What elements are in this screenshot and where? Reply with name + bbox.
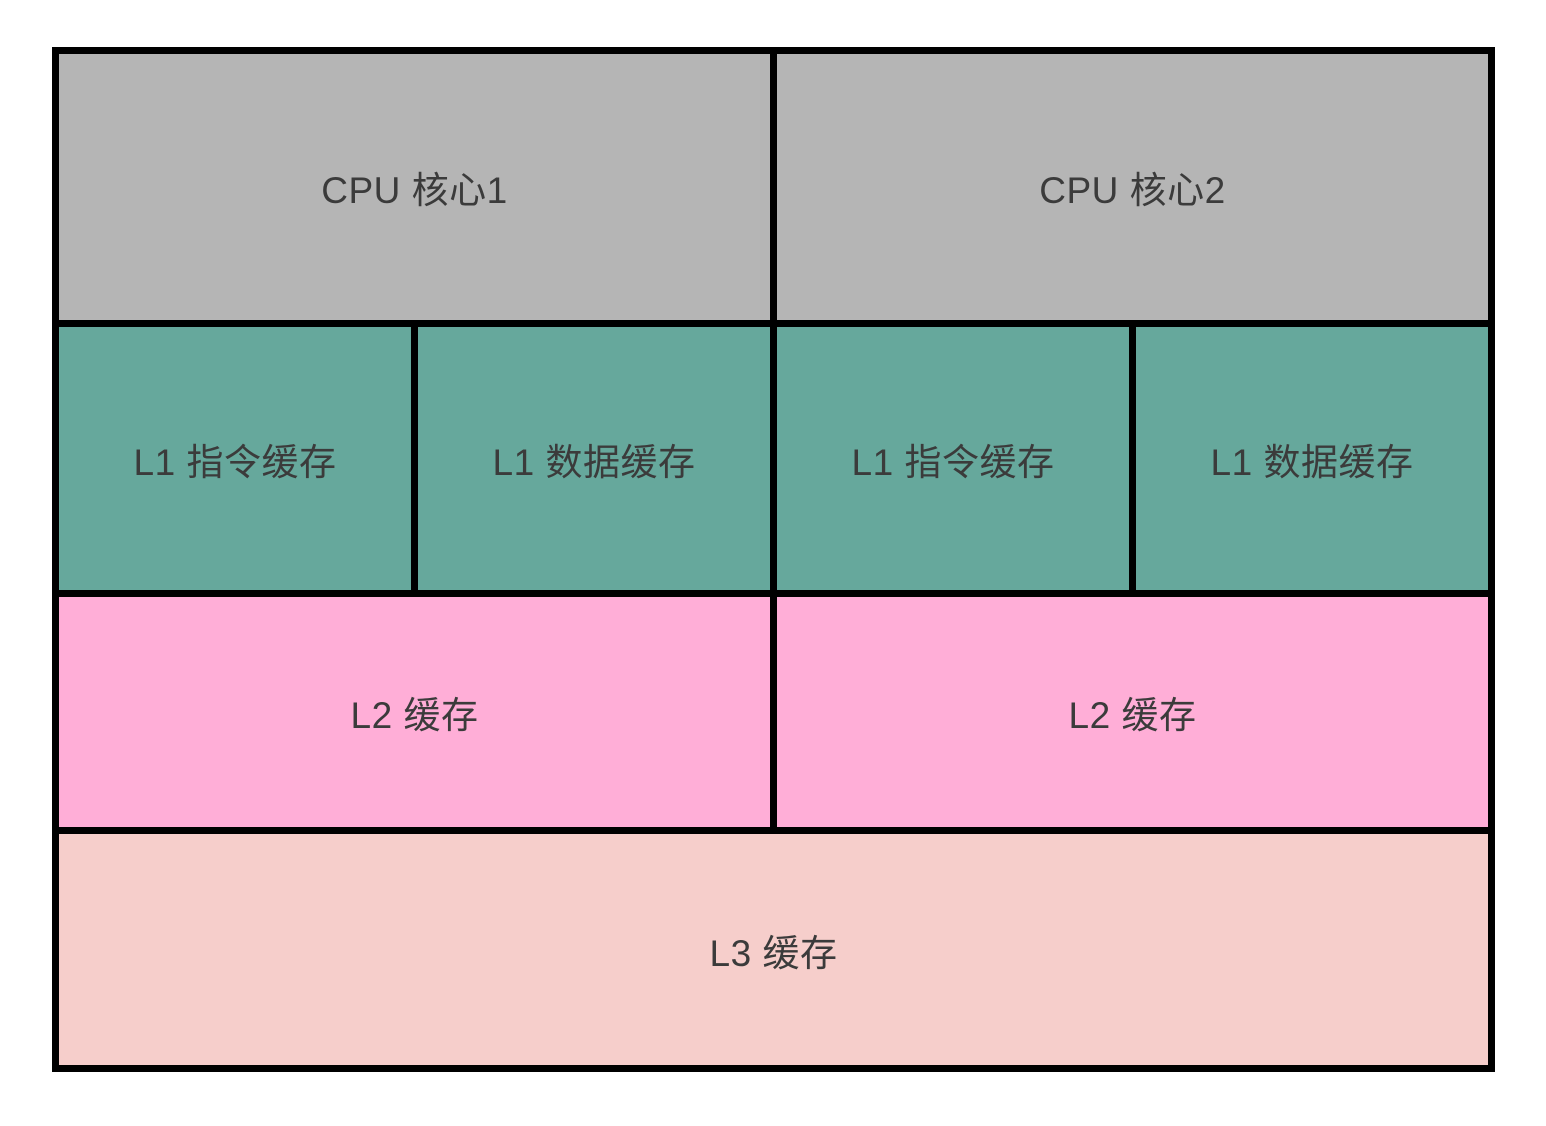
cpu-core-1-box: CPU 核心1 [59, 54, 770, 320]
l2-cache-core2-box: L2 缓存 [777, 597, 1488, 827]
l2-cache-core1-box: L2 缓存 [59, 597, 770, 827]
cpu-cache-hierarchy-diagram: CPU 核心1 CPU 核心2 L1 指令缓存 L1 数据缓存 L1 指令缓存 … [52, 47, 1495, 1072]
cpu-core-1-label: CPU 核心1 [321, 170, 508, 211]
l3-cache-label: L3 缓存 [709, 932, 838, 974]
l1-data-cache-core2-label: L1 数据缓存 [1210, 441, 1414, 483]
cpu-core-2-label: CPU 核心2 [1039, 170, 1226, 211]
l2-cache-core1-label: L2 缓存 [350, 695, 479, 736]
l3-cache-box: L3 缓存 [59, 834, 1488, 1065]
l1-instruction-cache-core2-label: L1 指令缓存 [851, 441, 1055, 483]
l1-instruction-cache-core2-box: L1 指令缓存 [777, 327, 1129, 590]
l2-cache-core2-label: L2 缓存 [1068, 695, 1197, 736]
l1-data-cache-core2-box: L1 数据缓存 [1136, 327, 1488, 590]
l1-data-cache-core1-label: L1 数据缓存 [492, 441, 696, 483]
l1-instruction-cache-core1-box: L1 指令缓存 [59, 327, 411, 590]
cpu-core-2-box: CPU 核心2 [777, 54, 1488, 320]
l1-data-cache-core1-box: L1 数据缓存 [418, 327, 770, 590]
l1-instruction-cache-core1-label: L1 指令缓存 [133, 441, 337, 483]
